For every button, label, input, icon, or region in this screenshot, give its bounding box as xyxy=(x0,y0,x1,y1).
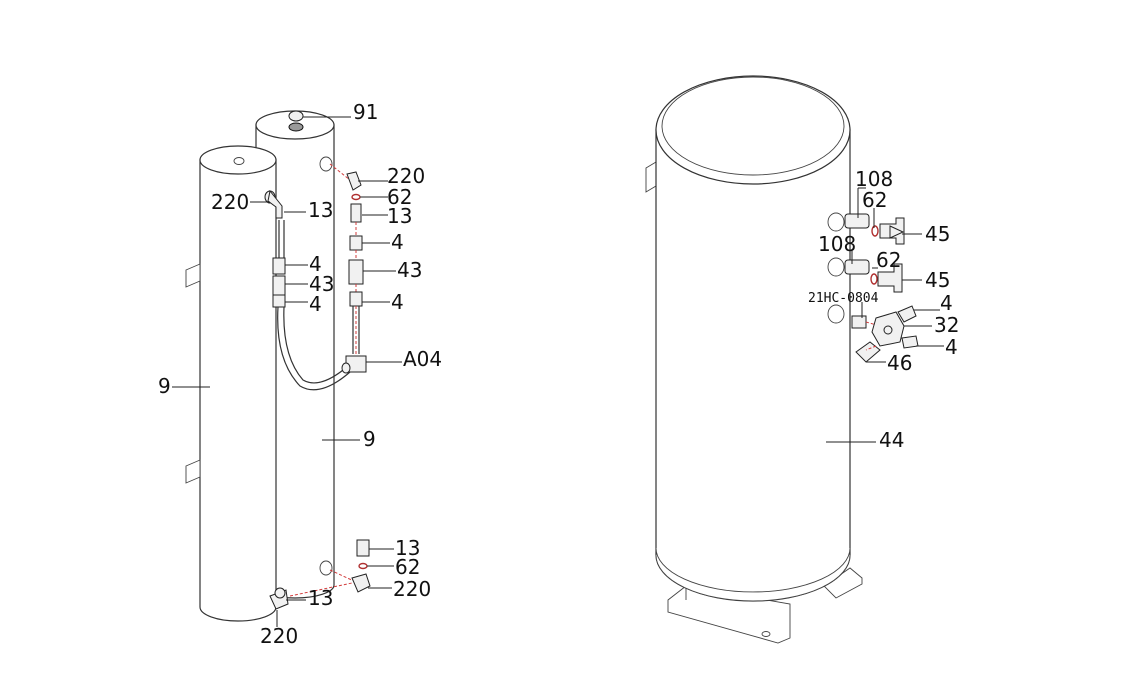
label-220: 220 xyxy=(211,190,249,214)
label-108: 108 xyxy=(818,232,856,256)
label-4: 4 xyxy=(309,292,322,316)
label-62: 62 xyxy=(862,188,887,212)
right-labels: 108 62 45 108 62 45 21HC-0804 4 32 4 46 … xyxy=(808,167,959,452)
label-62: 62 xyxy=(876,248,901,272)
label-4: 4 xyxy=(940,291,953,315)
label-91: 91 xyxy=(353,100,378,124)
left-assembly: 91 220 62 13 4 43 4 A04 220 13 4 43 4 9 … xyxy=(158,100,442,648)
label-4: 4 xyxy=(309,252,322,276)
label-108: 108 xyxy=(855,167,893,191)
label-44: 44 xyxy=(879,428,904,452)
label-13: 13 xyxy=(387,204,412,228)
label-220: 220 xyxy=(387,164,425,188)
label-43: 43 xyxy=(397,258,422,282)
label-62: 62 xyxy=(395,555,420,579)
hose-assembly xyxy=(272,220,351,391)
label-45: 45 xyxy=(925,222,950,246)
label-4: 4 xyxy=(391,290,404,314)
label-46: 46 xyxy=(887,351,912,375)
elbow-220-bottom-left xyxy=(269,587,289,610)
right-assembly: 108 62 45 108 62 45 21HC-0804 4 32 4 46 … xyxy=(645,75,959,644)
label-62: 62 xyxy=(387,185,412,209)
label-45: 45 xyxy=(925,268,950,292)
right-leaders xyxy=(826,187,944,443)
left-leaders xyxy=(172,116,402,627)
large-tank xyxy=(655,75,851,602)
label-21hc-0804: 21HC-0804 xyxy=(808,291,879,306)
port-1-fittings xyxy=(844,213,905,245)
label-4: 4 xyxy=(945,335,958,359)
label-9: 9 xyxy=(158,374,171,398)
left-labels: 91 220 62 13 4 43 4 A04 220 13 4 43 4 9 … xyxy=(158,100,442,648)
port-2-fittings xyxy=(844,259,903,293)
label-43: 43 xyxy=(309,272,334,296)
label-13: 13 xyxy=(308,586,333,610)
label-220: 220 xyxy=(260,624,298,648)
label-13: 13 xyxy=(395,536,420,560)
label-220: 220 xyxy=(393,577,431,601)
top-plug-91 xyxy=(288,110,304,132)
label-9: 9 xyxy=(363,427,376,451)
elbow-220-top-left xyxy=(264,189,283,219)
label-4: 4 xyxy=(391,230,404,254)
label-13: 13 xyxy=(308,198,333,222)
lower-exploded-stack xyxy=(289,539,371,597)
label-32: 32 xyxy=(934,313,959,337)
front-tank xyxy=(185,145,277,622)
label-a04: A04 xyxy=(403,347,442,371)
upper-exploded-stack xyxy=(329,163,367,374)
port-3-fittings xyxy=(851,305,919,363)
